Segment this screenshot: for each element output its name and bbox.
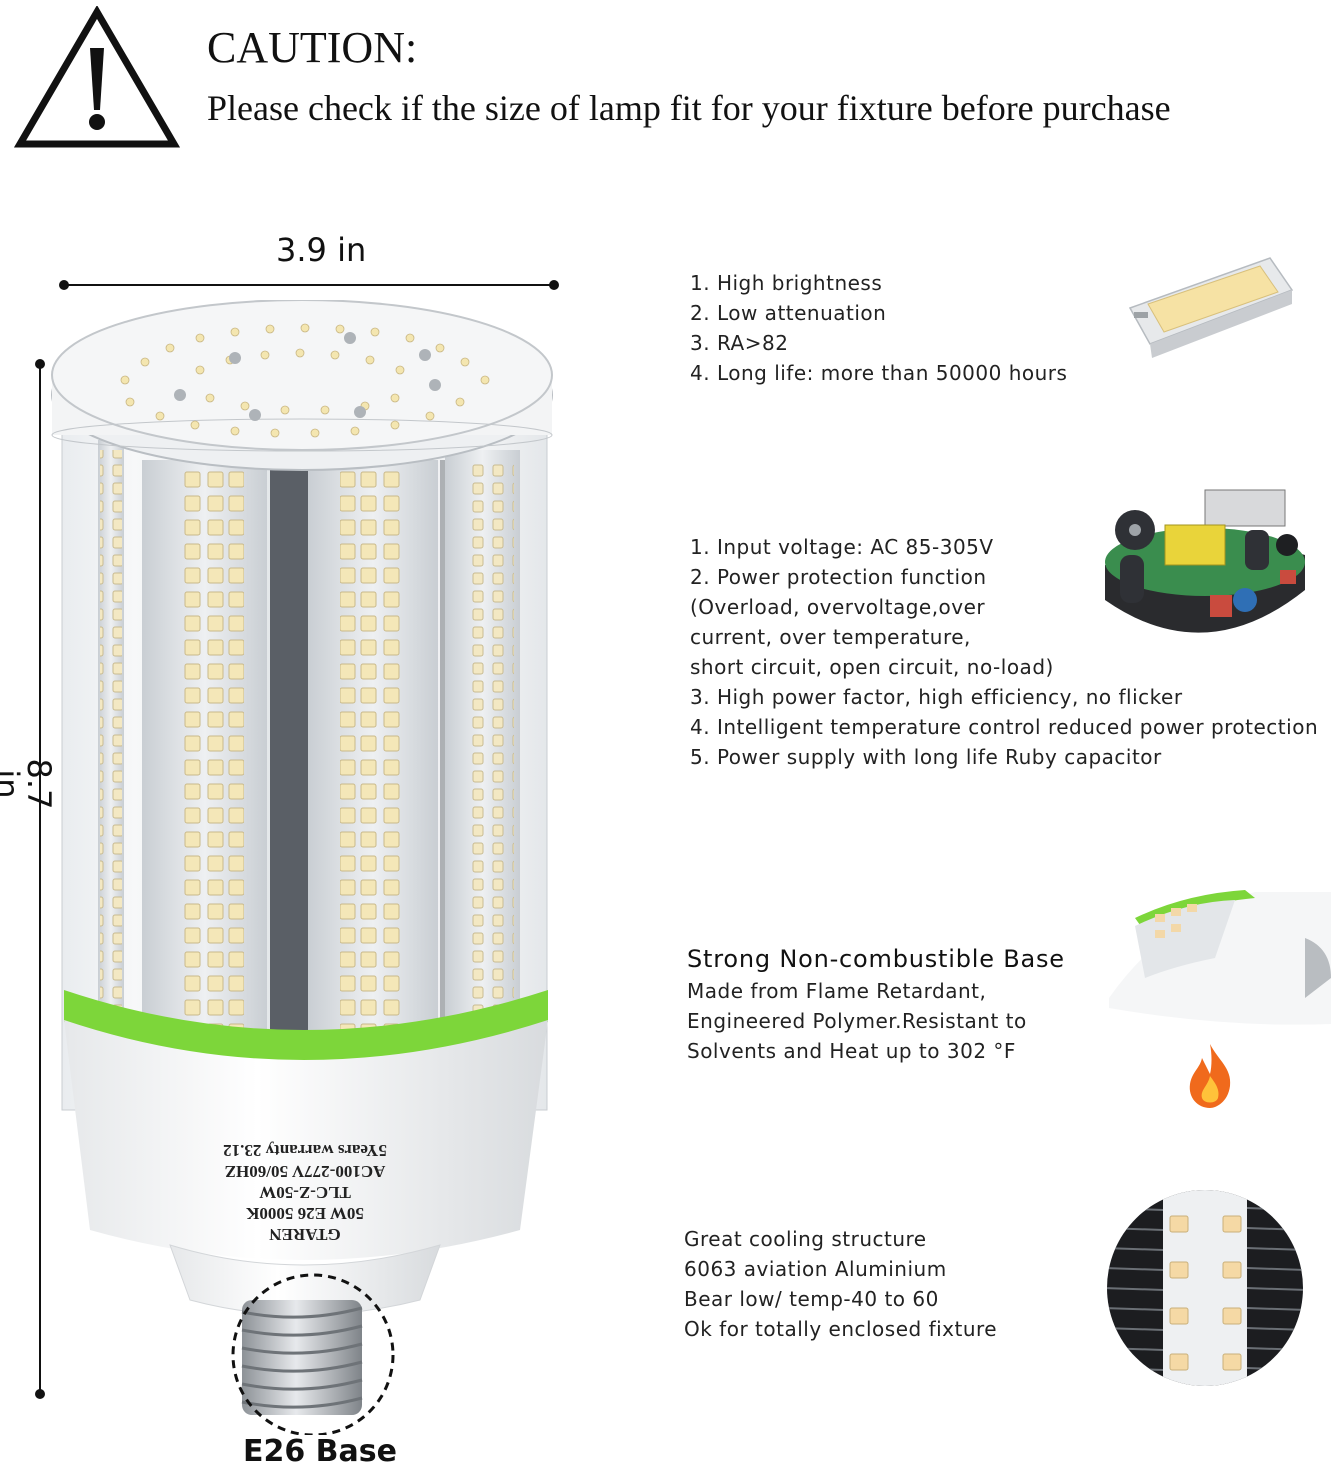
list-item: Great cooling structure [684, 1227, 927, 1251]
list-item: Engineered Polymer.Resistant to [687, 1009, 1027, 1033]
list-item: 2. Power protection function [690, 565, 987, 589]
corn-bulb-illustration [51, 300, 553, 1435]
list-item: 4. Intelligent temperature control reduc… [690, 715, 1319, 739]
list-item: current, over temperature, [690, 625, 971, 649]
bulb-base-closeup-icon [1109, 890, 1331, 1025]
list-item: 3. High power factor, high efficiency, n… [690, 685, 1183, 709]
list-item: (Overload, overvoltage,over [690, 595, 986, 619]
height-dimension-label: 8.7 in [0, 758, 58, 810]
list-item: 2. Low attenuation [690, 301, 887, 325]
list-item: 6063 aviation Aluminium [684, 1257, 947, 1281]
list-item: Made from Flame Retardant, [687, 979, 987, 1003]
flame-icon [1189, 1044, 1231, 1108]
power-features-list: 1. Input voltage: AC 85-305V 2. Power pr… [690, 532, 1318, 772]
list-item: 1. High brightness [690, 271, 883, 295]
warning-triangle-icon [14, 6, 180, 148]
aluminium-heatsink-closeup-icon [1107, 1190, 1303, 1386]
base-feature-heading: Strong Non-combustible Base [687, 945, 1065, 973]
power-driver-board-icon [1105, 489, 1305, 633]
led-features-list: 1. High brightness 2. Low attenuation 3.… [690, 268, 1067, 388]
caution-title: CAUTION: [207, 23, 418, 72]
base-features-list: Made from Flame Retardant, Engineered Po… [687, 976, 1027, 1066]
list-item: Solvents and Heat up to 302 °F [687, 1039, 1016, 1063]
caution-subtitle: Please check if the size of lamp fit for… [207, 88, 1171, 128]
height-dimension-line [35, 359, 45, 1399]
list-item: Bear low/ temp-40 to 60 [684, 1287, 939, 1311]
cooling-features-list: Great cooling structure 6063 aviation Al… [684, 1224, 997, 1344]
list-item: 1. Input voltage: AC 85-305V [690, 535, 994, 559]
led-chip-icon [1128, 257, 1294, 358]
base-type-label: E26 Base [243, 1434, 397, 1469]
width-dimension-label: 3.9 in [276, 231, 367, 269]
list-item: 5. Power supply with long life Ruby capa… [690, 745, 1162, 769]
list-item: 3. RA>82 [690, 331, 789, 355]
list-item: short circuit, open circuit, no-load) [690, 655, 1054, 679]
list-item: Ok for totally enclosed fixture [684, 1317, 998, 1341]
list-item: 4. Long life: more than 50000 hours [690, 361, 1068, 385]
bulb-printed-label: GTAREN 50W E26 5000K TLC-Z-50W AC100-277… [223, 1141, 387, 1244]
width-dimension-line [59, 280, 559, 290]
